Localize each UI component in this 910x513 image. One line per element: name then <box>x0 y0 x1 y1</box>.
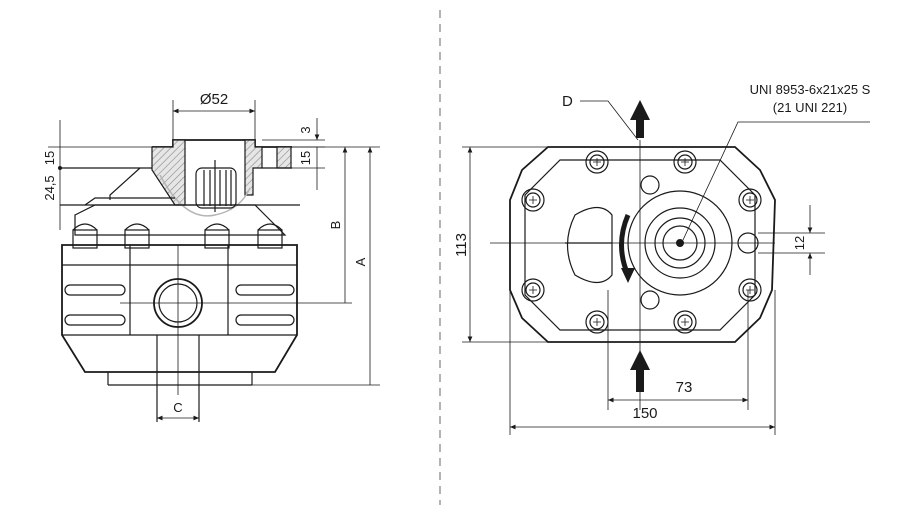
dim-B: B <box>328 221 343 230</box>
port-circle <box>120 245 240 422</box>
pump-body <box>61 244 298 373</box>
dim-height: 113 <box>453 233 470 257</box>
flange-section-tab <box>276 146 292 169</box>
inlet-arrow <box>630 350 650 392</box>
dim-A: A <box>353 257 368 266</box>
dim-flange-thickness-left: 15 <box>42 151 57 165</box>
dim-flange-thickness-right: 15 <box>298 151 313 165</box>
flange-section-left <box>151 139 186 206</box>
cooling-slots <box>64 284 295 326</box>
inlet-chamber <box>566 206 613 284</box>
flange-section-right <box>244 139 263 196</box>
spline-spec-line2: (21 UNI 221) <box>773 100 847 115</box>
bolt-holes <box>521 150 762 334</box>
rotation-arrow <box>619 214 631 276</box>
dim-half-width: 73 <box>676 379 693 396</box>
dim-shaft-height: 24,5 <box>42 175 57 200</box>
pump-face-outline <box>509 146 776 343</box>
flange-arc <box>159 174 251 217</box>
dim-flange-diameter: Ø52 <box>200 91 228 108</box>
dim-C: C <box>173 400 182 415</box>
spline-spec-line1: UNI 8953-6x21x25 S <box>750 82 871 97</box>
spline-shaft <box>195 160 237 212</box>
bolt-heads <box>72 223 283 249</box>
dim-port: 12 <box>792 236 807 250</box>
outlet-arrow <box>630 100 650 138</box>
front-view: D UNI 8953-6x21x25 S (21 UNI 221) 113 12… <box>453 82 871 435</box>
side-view: Ø52 3 15 15 24,5 B A C <box>42 91 380 422</box>
label-D: D <box>562 93 573 110</box>
dim-flange-offset: 3 <box>298 126 313 133</box>
dim-width: 150 <box>632 405 657 422</box>
